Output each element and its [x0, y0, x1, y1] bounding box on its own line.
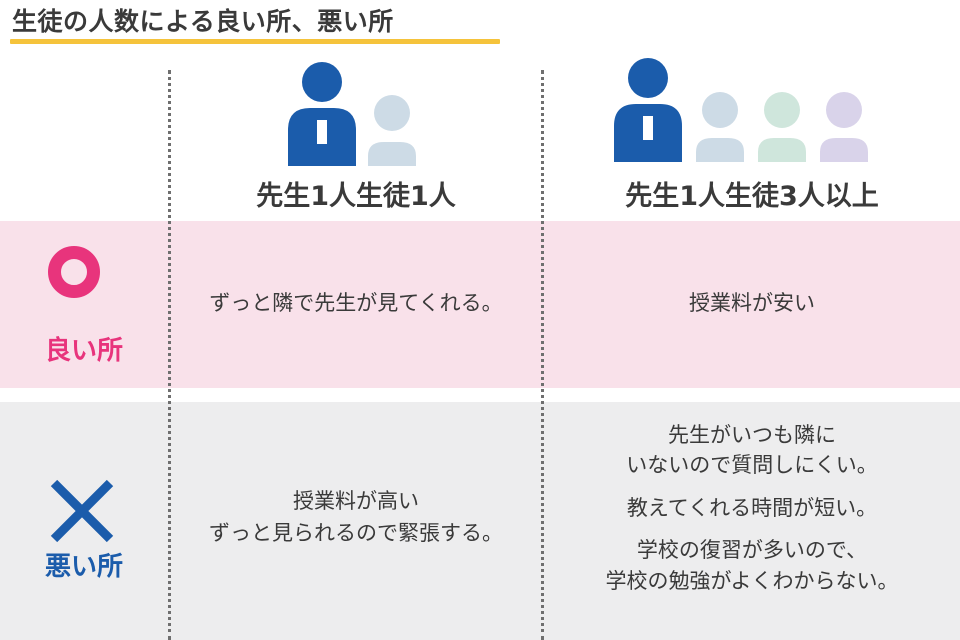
cell-text: ずっと見られるので緊張する。 [209, 520, 503, 545]
column-header-one-to-one: 先生1人生徒1人 [256, 181, 456, 212]
point-group: 教えてくれる時間が短い。 [546, 493, 958, 523]
student-icon [820, 92, 868, 162]
cell-text: いないので質問しにくい。 [626, 453, 878, 478]
column-header-group: 先生1人生徒3人以上 [625, 181, 879, 212]
column-divider [168, 70, 171, 640]
cell-text: 学校の勉強がよくわからない。 [605, 568, 899, 593]
teacher-icon [288, 62, 356, 166]
cell-text: 教えてくれる時間が短い。 [626, 495, 878, 520]
cross-icon [48, 479, 120, 543]
title-underline [10, 39, 500, 44]
cell-good-group: 授業料が安い [546, 288, 958, 320]
cell-text: 授業料が安い [689, 291, 815, 315]
group-class-people-icon [614, 58, 874, 166]
point-group: 学校の復習が多いので、 学校の勉強がよくわからない。 [546, 535, 958, 596]
good-row-band [0, 221, 960, 388]
student-icon [696, 92, 744, 162]
point-group: 先生がいつも隣に いないので質問しにくい。 [546, 420, 958, 481]
column-divider [541, 70, 544, 640]
one-to-one-people-icon [288, 62, 428, 168]
row-label-good: 良い所 [44, 336, 123, 366]
teacher-icon [614, 58, 682, 162]
student-icon [368, 95, 416, 166]
cell-text: 授業料が高い [293, 489, 419, 513]
student-icon [758, 92, 806, 162]
cell-good-one-to-one: ずっと隣で先生が見てくれる。 [172, 288, 540, 320]
page-title: 生徒の人数による良い所、悪い所 [12, 7, 394, 36]
cell-bad-one-to-one: 授業料が高い ずっと見られるので緊張する。 [172, 486, 540, 549]
bad-row-band [0, 402, 960, 640]
circle-icon [48, 246, 100, 298]
cell-text: 学校の復習が多いので、 [636, 538, 868, 563]
cell-text: ずっと隣で先生が見てくれる。 [209, 291, 503, 315]
cell-bad-group: 先生がいつも隣に いないので質問しにくい。 教えてくれる時間が短い。 学校の復習… [546, 420, 958, 608]
row-label-bad: 悪い所 [44, 552, 123, 582]
cell-text: 先生がいつも隣に [668, 423, 836, 447]
